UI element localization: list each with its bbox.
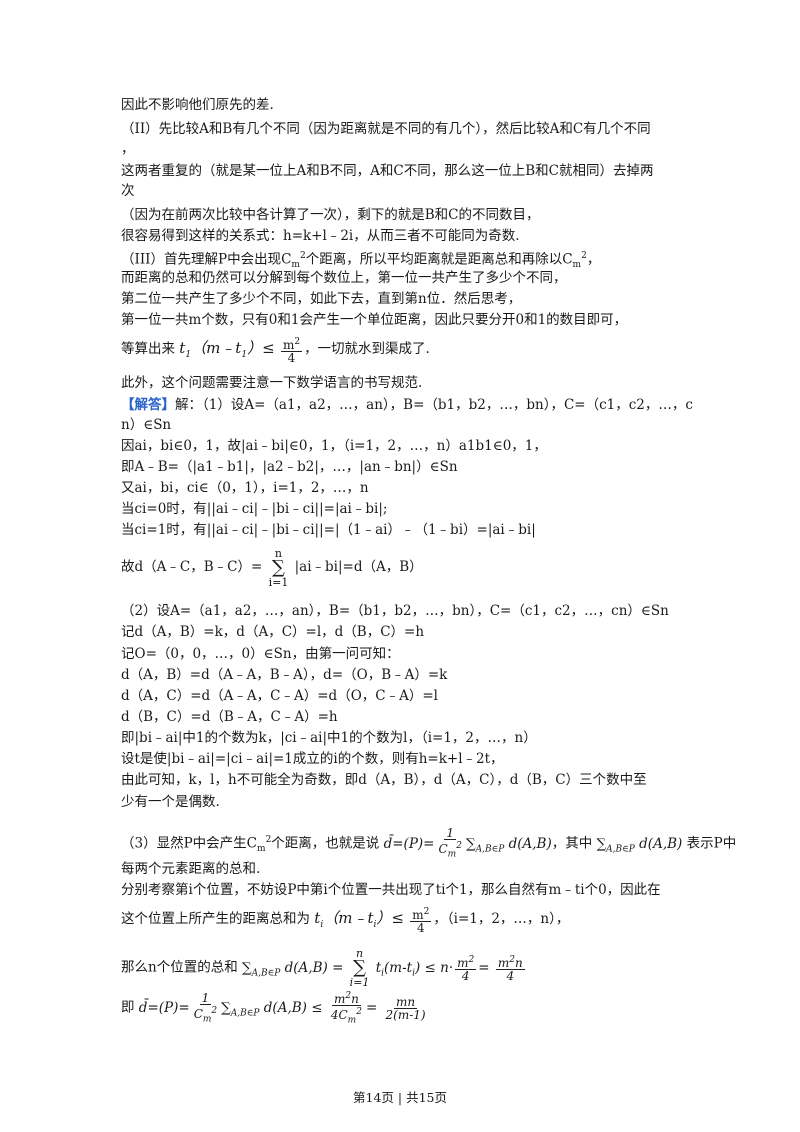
text-line: n）∈Sn <box>121 417 172 433</box>
text-line: d（A，B）=d（A﹣A，B﹣A），d=（O，B﹣A）=k <box>121 667 448 683</box>
text-span: 等算出来 <box>121 341 175 357</box>
text-line: （III）首先理解P中会出现Cm2个距离，所以平均距离就是距离总和再除以Cm2， <box>121 251 601 271</box>
text-line: 第一位一共m个数，只有0和1会产生一个单位距离，因此只要分开0和1的数目即可， <box>121 312 628 328</box>
summation-symbol: n∑i=1 <box>268 546 289 589</box>
text-line: 记d（A，B）=k，d（A，C）=l，d（B，C）=h <box>121 624 425 640</box>
text-line: 此外，这个问题需要注意一下数学语言的书写规范. <box>121 375 423 391</box>
text-span: ，（i=1，2，…，n）， <box>433 911 570 927</box>
text-line: 次 <box>121 183 135 199</box>
text-line: （II）先比较A和B有几个不同（因为距离就是不同的有几个），然后比较A和C有几个… <box>121 121 651 137</box>
page-footer: 第14页 | 共15页 <box>353 1090 447 1105</box>
text-line: 这两者重复的（就是某一位上A和B不同，A和C不同，那么这一位上B和C就相同）去掉… <box>121 163 654 179</box>
text-line: 因此不影响他们原先的差. <box>121 97 274 113</box>
text-span: 表示P中 <box>686 835 737 852</box>
text-span: 解：（1）设A=（a1，a2，…，an），B=（b1，b2，…，bn），C=（c… <box>175 397 693 413</box>
text-line: ， <box>121 141 135 157</box>
text-line: （2）设A=（a1，a2，…，an），B=（b1，b2，…，bn），C=（c1，… <box>121 603 669 619</box>
text-span: 即 <box>121 999 135 1016</box>
text-line: 设t是使|bi﹣ai|=|ci﹣ai|=1成立的i的个数，则有h=k+l﹣2t， <box>121 751 504 767</box>
text-span: 故d（A﹣C，B﹣C）= <box>121 559 263 575</box>
text-span: ，其中 <box>551 835 593 852</box>
text-span: （III）首先理解P中会出现C <box>121 251 292 268</box>
text-line: 即|bi﹣ai|中1的个数为k，|ci﹣ai|中1的个数为l，（i=1，2，…，… <box>121 730 537 746</box>
text-line: 即A﹣B=（|a1﹣b1|，|a2﹣b2|，…，|an﹣bn|）∈Sn <box>121 459 458 475</box>
text-line: d（A，C）=d（A﹣A，C﹣A）=d（O，C﹣A）=l <box>121 688 438 704</box>
text-line: 由此可知，k，l，h不可能全为奇数，即d（A，B），d（A，C），d（B，C）三… <box>121 772 647 788</box>
formula-ti: ti（m﹣ti）≤ <box>314 909 404 930</box>
text-line: 分别考察第i个位置，不妨设P中第i个位置一共出现了ti个1，那么自然有m﹣ti个… <box>121 882 661 898</box>
formula-sum: ∑A,B∈P d(A,B) <box>596 835 683 855</box>
text-span: 个距离，所以平均距离就是距离总和再除以C <box>305 251 573 268</box>
text-span: 那么n个位置的总和 <box>121 959 238 976</box>
text-line: 记O=（0，0，…，0）∈Sn，由第一问可知： <box>121 646 400 662</box>
text-line: （因为在前两次比较中各计算了一次），剩下的就是B和C的不同数目， <box>121 207 540 223</box>
text-span: 这个位置上所产生的距离总和为 <box>121 911 310 927</box>
text-line: d（B，C）=d（B﹣A，C﹣A）=h <box>121 709 338 725</box>
text-line: 少有一个是偶数. <box>121 794 220 810</box>
text-span: ，一切就水到渠成了. <box>304 341 430 357</box>
text-line: 那么n个位置的总和 ∑A,B∈P d(A,B) = n∑i=1 ti(m-ti)… <box>121 948 527 990</box>
text-line: 【解答】解：（1）设A=（a1，a2，…，an），B=（b1，b2，…，bn），… <box>121 396 693 414</box>
text-span: ， <box>586 251 601 268</box>
formula-t1: t1（m﹣t1）≤ <box>179 339 275 360</box>
text-line: 故d（A﹣C，B﹣C）= n∑i=1 |ai﹣bi|=d（A，B） <box>121 545 423 589</box>
text-line: 第二位一共产生了多少个不同，如此下去，直到第n位．然后思考， <box>121 291 522 307</box>
text-span: |ai﹣bi|=d（A，B） <box>294 559 423 575</box>
answer-tag: 【解答】 <box>121 397 175 413</box>
text-span: （3）显然P中会产生C <box>121 835 258 852</box>
text-line: 因ai，bi∈0，1，故|ai﹣bi|∈0，1，（i=1，2，…，n）a1b1∈… <box>121 438 547 454</box>
text-line: 每两个元素距离的总和. <box>121 861 261 877</box>
text-line: 很容易得到这样的关系式：h=k+l﹣2i，从而三者不可能同为奇数. <box>121 228 520 244</box>
text-span: 个距离，也就是说 <box>271 835 380 852</box>
text-line: 又ai，bi，ci∈（0，1），i=1，2，…，n <box>121 480 369 496</box>
text-line: 而距离的总和仍然可以分解到每个数位上，第一位一共产生了多少个不同， <box>121 270 567 286</box>
text-line: 当ci=1时，有||ai﹣ci|﹣|bi﹣ci||=|（1﹣ai）﹣（1﹣bi）… <box>121 522 536 538</box>
text-line: 当ci=0时，有||ai﹣ci|﹣|bi﹣ci||=|ai﹣bi|; <box>121 501 388 517</box>
